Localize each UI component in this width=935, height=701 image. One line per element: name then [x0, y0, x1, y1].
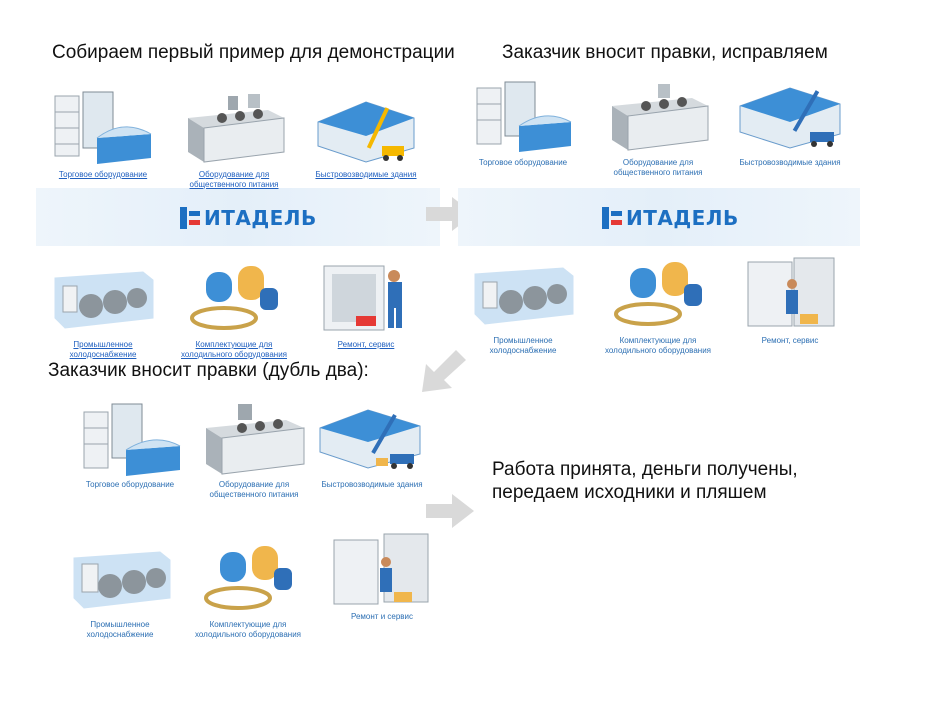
catering-equipment-icon: [198, 398, 310, 478]
arrow-right-icon: [426, 494, 474, 528]
repair-service-icon: [326, 530, 438, 610]
panel4-text: Работа принята, деньги получены, передае…: [492, 458, 872, 504]
panel2-item-refrigeration-label: Промышленное холодоснабжение: [489, 336, 557, 355]
industrial-refrigeration-icon: [64, 538, 176, 618]
arrow-down-left-icon: [420, 350, 466, 392]
panel2-item-building: Быстровозводимые здания: [730, 76, 850, 168]
panel2-item-components-label: Комплектующие для холодильного оборудова…: [605, 336, 711, 355]
panel1-item-building[interactable]: Быстровозводимые здания: [306, 88, 426, 180]
panel1-item-service-label[interactable]: Ремонт, сервис: [337, 340, 395, 349]
panel3-item-service: Ремонт и сервис: [322, 530, 442, 622]
components-icon: [602, 254, 714, 334]
panel1-item-components-label[interactable]: Комплектующие для холодильного оборудова…: [181, 340, 287, 359]
panel2-item-refrigeration: Промышленное холодоснабжение: [463, 254, 583, 355]
panel1-logo-band: [36, 188, 440, 246]
panel1-item-building-label[interactable]: Быстровозводимые здания: [315, 170, 417, 179]
panel3-item-building-label: Быстровозводимые здания: [321, 480, 423, 489]
panel1-item-catering[interactable]: Оборудование для общественного питания: [174, 88, 294, 189]
panel1-item-service[interactable]: Ремонт, сервис: [306, 258, 426, 350]
panel1-item-components[interactable]: Комплектующие для холодильного оборудова…: [174, 258, 294, 359]
panel1-logo-text: ИТАДЕЛЬ: [204, 206, 317, 230]
panel2-item-service: Ремонт, сервис: [730, 254, 850, 346]
panel2-item-retail-label: Торговое оборудование: [478, 158, 568, 167]
panel1-item-retail[interactable]: Торговое оборудование: [43, 88, 163, 180]
panel2-item-service-label: Ремонт, сервис: [761, 336, 819, 345]
panel1-item-refrigeration-label[interactable]: Промышленное холодоснабжение: [69, 340, 137, 359]
panel4-line2: передаем исходники и пляшем: [492, 482, 767, 503]
panel3-item-building: Быстровозводимые здания: [312, 398, 432, 490]
panel1-logo: ИТАДЕЛЬ: [180, 206, 317, 230]
prefab-building-icon: [734, 76, 846, 156]
panel1-item-refrigeration[interactable]: Промышленное холодоснабжение: [43, 258, 163, 359]
panel2-logo-band: [458, 188, 860, 246]
panel3-item-retail: Торговое оборудование: [70, 398, 190, 490]
panel2-title: Заказчик вносит правки, исправляем: [502, 42, 828, 63]
panel3-item-catering: Оборудование для общественного питания: [194, 398, 314, 499]
retail-equipment-icon: [467, 76, 579, 156]
panel1-item-catering-label[interactable]: Оборудование для общественного питания: [189, 170, 279, 189]
panel4-line1: Работа принята, деньги получены,: [492, 459, 798, 480]
prefab-building-icon: [316, 398, 428, 478]
panel2-logo-text: ИТАДЕЛЬ: [626, 206, 739, 230]
panel3-item-retail-label: Торговое оборудование: [85, 480, 175, 489]
components-icon: [192, 538, 304, 618]
panel3-item-components: Комплектующие для холодильного оборудова…: [188, 538, 308, 639]
citadel-logo-icon: [180, 207, 202, 229]
repair-service-icon: [734, 254, 846, 334]
industrial-refrigeration-icon: [467, 254, 579, 334]
retail-equipment-icon: [47, 88, 159, 168]
retail-equipment-icon: [74, 398, 186, 478]
panel3-item-refrigeration: Промышленное холодоснабжение: [60, 538, 180, 639]
panel3-item-refrigeration-label: Промышленное холодоснабжение: [86, 620, 154, 639]
components-icon: [178, 258, 290, 338]
panel2-item-catering: Оборудование для общественного питания: [598, 76, 718, 177]
panel3-title: Заказчик вносит правки (дубль два):: [48, 360, 369, 381]
panel2-item-components: Комплектующие для холодильного оборудова…: [598, 254, 718, 355]
panel3-item-catering-label: Оборудование для общественного питания: [209, 480, 299, 499]
catering-equipment-icon: [602, 76, 714, 156]
panel3-item-service-label: Ремонт и сервис: [351, 612, 413, 621]
catering-equipment-icon: [178, 88, 290, 168]
panel1-item-retail-label[interactable]: Торговое оборудование: [58, 170, 148, 179]
panel2-item-catering-label: Оборудование для общественного питания: [613, 158, 703, 177]
panel2-item-retail: Торговое оборудование: [463, 76, 583, 168]
prefab-building-icon: [310, 88, 422, 168]
citadel-logo-icon: [602, 207, 624, 229]
repair-service-icon: [310, 258, 422, 338]
panel1-title: Собираем первый пример для демонстрации: [52, 42, 455, 63]
industrial-refrigeration-icon: [47, 258, 159, 338]
panel3-item-components-label: Комплектующие для холодильного оборудова…: [195, 620, 301, 639]
panel2-item-building-label: Быстровозводимые здания: [739, 158, 841, 167]
panel2-logo: ИТАДЕЛЬ: [602, 206, 739, 230]
